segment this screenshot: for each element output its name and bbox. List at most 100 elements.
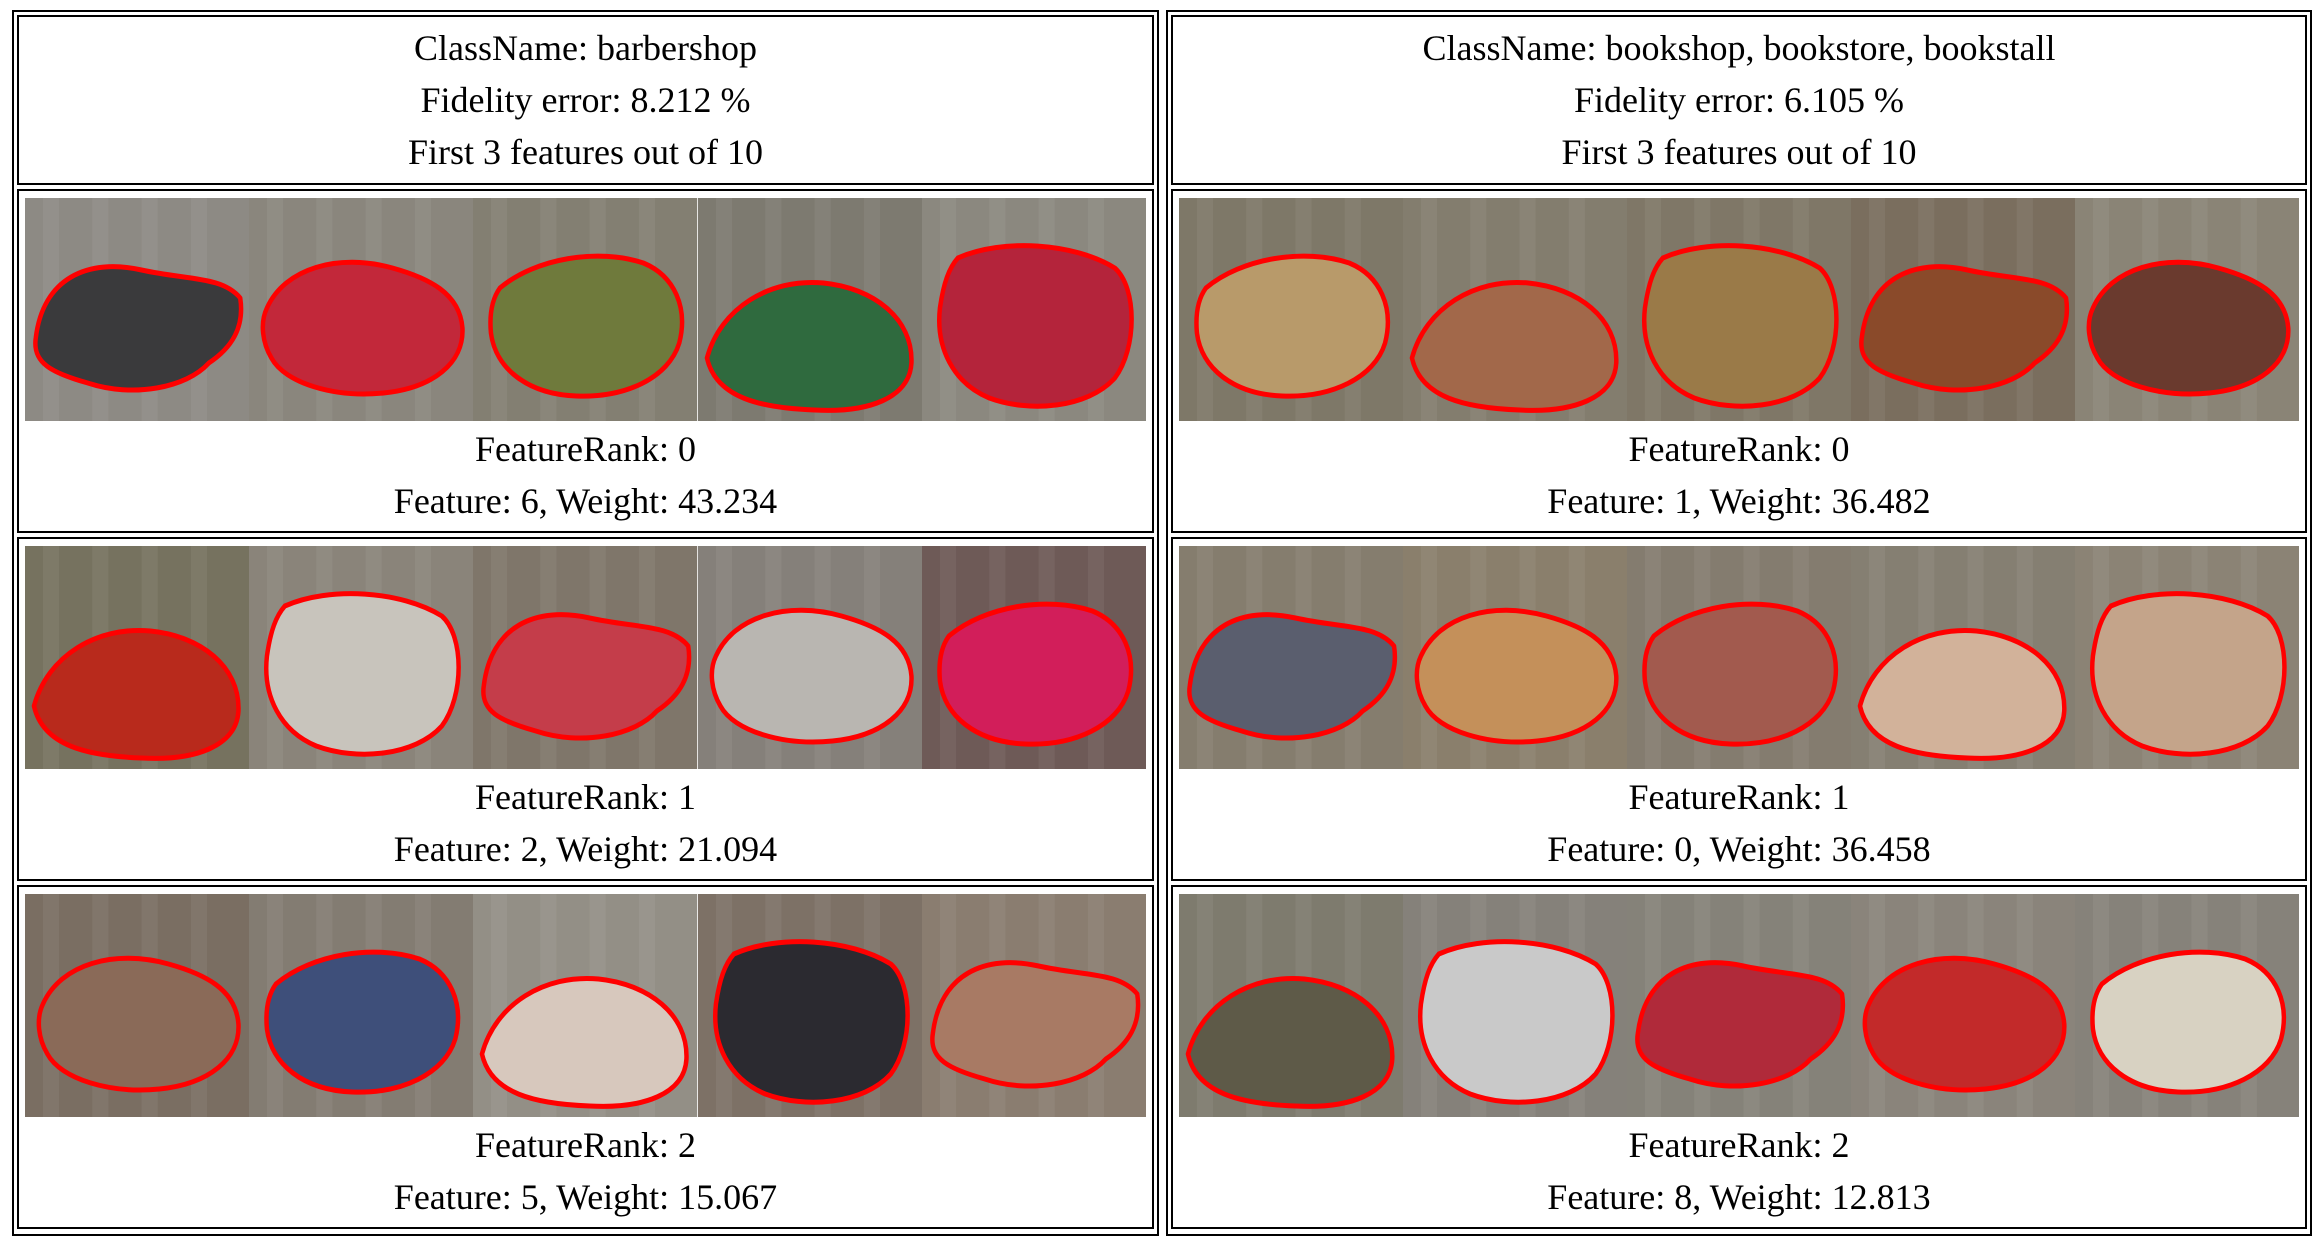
thumbnail-image xyxy=(1403,546,1627,769)
feature-thumbnail xyxy=(921,198,1146,421)
feature-thumbnail xyxy=(1403,198,1627,421)
highlighted-region-outline xyxy=(2090,591,2287,757)
thumbnail-image xyxy=(921,198,1146,421)
highlighted-region-outline xyxy=(1862,955,2067,1093)
feature-thumbnail xyxy=(2075,894,2299,1117)
feature-image-strip xyxy=(1179,894,2299,1117)
feature-image-strip xyxy=(1179,546,2299,769)
class-header: ClassName: bookshop, bookstore, bookstal… xyxy=(1171,15,2307,185)
feature-thumbnail xyxy=(1627,546,1851,769)
thumbnail-image xyxy=(1627,894,1851,1117)
column-bookshop: ClassName: bookshop, bookstore, bookstal… xyxy=(1166,10,2312,1236)
feature-thumbnail xyxy=(1627,894,1851,1117)
thumbnail-image xyxy=(697,198,922,421)
feature-thumbnail xyxy=(1403,546,1627,769)
highlighted-region-outline xyxy=(36,955,241,1093)
feature-thumbnail xyxy=(1851,894,2075,1117)
highlighted-region-outline xyxy=(1857,627,2067,761)
feature-weight-label: Feature: 2, Weight: 21.094 xyxy=(393,829,778,869)
fidelity-error-label: Fidelity error: 6.105 % xyxy=(1574,80,1904,120)
thumbnail-image xyxy=(1851,894,2075,1117)
thumbnail-image xyxy=(25,546,250,769)
feature-thumbnail xyxy=(697,198,922,421)
highlighted-region-outline xyxy=(1635,960,1846,1089)
highlighted-region-outline xyxy=(709,607,914,745)
feature-thumbnail xyxy=(473,546,698,769)
highlighted-region-outline xyxy=(488,253,685,399)
features-subtitle: First 3 features out of 10 xyxy=(1561,132,1917,172)
thumbnail-image xyxy=(473,546,698,769)
highlighted-region-outline xyxy=(1187,612,1398,741)
thumbnail-image xyxy=(1179,546,1403,769)
features-subtitle: First 3 features out of 10 xyxy=(408,132,763,172)
feature-cell: FeatureRank: 1 Feature: 2, Weight: 21.094 xyxy=(17,537,1154,881)
thumbnail-image xyxy=(2075,546,2299,769)
feature-rank-label: FeatureRank: 1 xyxy=(475,777,696,817)
thumbnail-image xyxy=(697,894,922,1117)
highlighted-region-outline xyxy=(929,960,1141,1089)
highlighted-region-outline xyxy=(704,279,914,413)
feature-image-strip xyxy=(25,894,1146,1117)
feature-thumbnail xyxy=(249,198,474,421)
feature-thumbnail xyxy=(2075,546,2299,769)
thumbnail-image xyxy=(1179,198,1403,421)
thumbnail-image xyxy=(473,198,698,421)
thumbnail-image xyxy=(249,546,474,769)
feature-weight-label: Feature: 8, Weight: 12.813 xyxy=(1547,1177,1931,1217)
feature-caption: FeatureRank: 2 Feature: 5, Weight: 15.067 xyxy=(19,1119,1152,1223)
feature-thumbnail xyxy=(921,546,1146,769)
feature-thumbnail xyxy=(921,894,1146,1117)
feature-thumbnail xyxy=(25,198,250,421)
thumbnail-image xyxy=(1627,546,1851,769)
feature-thumbnail xyxy=(249,546,474,769)
thumbnail-image xyxy=(921,546,1146,769)
feature-weight-label: Feature: 5, Weight: 15.067 xyxy=(393,1177,778,1217)
fidelity-error-label: Fidelity error: 8.212 % xyxy=(420,80,751,120)
feature-thumbnail xyxy=(697,546,922,769)
feature-thumbnail xyxy=(1851,198,2075,421)
feature-thumbnail xyxy=(1179,894,1403,1117)
thumbnail-image xyxy=(697,546,922,769)
feature-thumbnail xyxy=(473,198,698,421)
feature-rank-label: FeatureRank: 2 xyxy=(1628,1125,1850,1165)
feature-image-strip xyxy=(25,198,1146,421)
feature-thumbnail xyxy=(25,546,250,769)
thumbnail-image xyxy=(25,198,250,421)
highlighted-region-outline xyxy=(31,627,241,761)
thumbnail-image xyxy=(2075,894,2299,1117)
highlighted-region-outline xyxy=(33,264,244,393)
highlighted-region-outline xyxy=(1185,975,1395,1109)
feature-rank-label: FeatureRank: 1 xyxy=(1628,777,1850,817)
highlighted-region-outline xyxy=(712,939,910,1105)
feature-thumbnail xyxy=(1851,546,2075,769)
feature-caption: FeatureRank: 1 Feature: 2, Weight: 21.094 xyxy=(19,771,1152,875)
highlighted-region-outline xyxy=(1409,279,1619,413)
feature-cell: FeatureRank: 2 Feature: 8, Weight: 12.813 xyxy=(1171,885,2307,1229)
feature-rank-label: FeatureRank: 2 xyxy=(475,1125,696,1165)
highlighted-region-outline xyxy=(1194,253,1391,399)
feature-rank-label: FeatureRank: 0 xyxy=(1628,429,1850,469)
feature-thumbnail xyxy=(1403,894,1627,1117)
highlighted-region-outline xyxy=(260,259,465,397)
thumbnail-image xyxy=(1403,198,1627,421)
thumbnail-image xyxy=(249,198,474,421)
class-name-label: ClassName: barbershop xyxy=(414,28,757,68)
feature-thumbnail xyxy=(2075,198,2299,421)
thumbnail-image xyxy=(921,894,1146,1117)
highlighted-region-outline xyxy=(1414,607,1619,745)
thumbnail-image xyxy=(25,894,250,1117)
thumbnail-image xyxy=(1851,198,2075,421)
feature-thumbnail xyxy=(25,894,250,1117)
thumbnail-image xyxy=(1627,198,1851,421)
thumbnail-image xyxy=(2075,198,2299,421)
highlighted-region-outline xyxy=(2090,949,2287,1095)
thumbnail-image xyxy=(1403,894,1627,1117)
